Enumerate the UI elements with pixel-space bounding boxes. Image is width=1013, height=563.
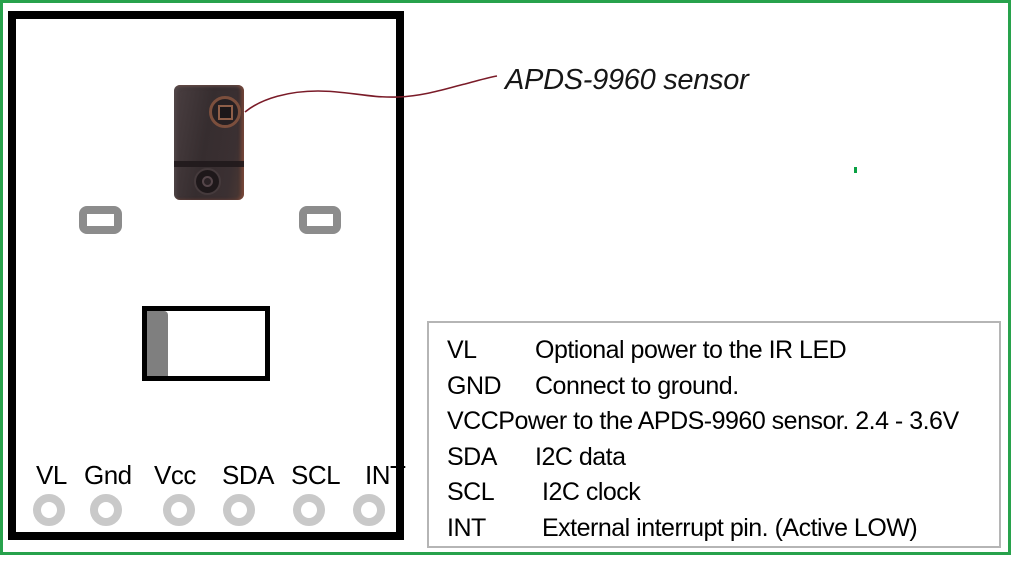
sensor-aperture-icon [218, 105, 233, 120]
pin-name: GND [447, 371, 502, 400]
pin-name: SCL [447, 478, 495, 506]
sensor-seam [174, 161, 244, 167]
stray-green-mark [854, 167, 857, 173]
pin-hole-scl [293, 494, 325, 526]
pin-hole-int [353, 494, 385, 526]
pin-table-row: INT External interrupt pin. (Active LOW) [447, 511, 995, 547]
sensor-ir-led-icon [194, 168, 221, 195]
smd-pad-left [79, 206, 122, 234]
pin-name: SDA [447, 442, 497, 471]
apds-9960-sensor-photo [174, 85, 244, 200]
pin-description: External interrupt pin. (Active LOW) [542, 513, 918, 542]
pin-description: Optional power to the IR LED [535, 336, 847, 364]
pin-label-gnd: Gnd [84, 460, 132, 490]
pin-hole-vcc [163, 494, 195, 526]
pin-table-row: VL Optional power to the IR LED [447, 333, 995, 369]
pin-table-row: SCL I2C clock [447, 475, 995, 511]
pin-label-sda: SDA [222, 460, 274, 490]
pin-hole-gnd [90, 494, 122, 526]
pin-description: I2C data [535, 442, 626, 471]
pin-table-row: SDA I2C data [447, 440, 995, 476]
pin-table-row: GND Connect to ground. [447, 369, 995, 405]
sensor-annotation: APDS-9960 sensor [505, 64, 749, 96]
pin-description: Power to the APDS-9960 sensor. 2.4 - 3.6… [498, 407, 959, 435]
pin-hole-sda [223, 494, 255, 526]
smd-component-terminal [147, 311, 168, 376]
pin-table-row: VCC Power to the APDS-9960 sensor. 2.4 -… [447, 404, 995, 440]
pin-description-table: VL Optional power to the IR LED GND Conn… [427, 321, 1001, 548]
smd-component [142, 306, 270, 381]
pin-name: VL [447, 336, 477, 364]
pin-label-scl: SCL [291, 460, 341, 490]
pin-label-vcc: Vcc [154, 460, 196, 490]
sensor-board-outline: VL Gnd Vcc SDA SCL INT [8, 11, 406, 540]
pin-description: Connect to ground. [535, 371, 739, 400]
pin-name: INT [447, 513, 486, 542]
sensor-lens-icon [209, 96, 241, 128]
pin-description: I2C clock [542, 478, 641, 506]
pin-label-vl: VL [36, 460, 67, 490]
sensor-ir-led-center [202, 176, 213, 187]
pin-label-int: INT [365, 460, 406, 490]
pin-name: VCC [447, 407, 499, 435]
smd-pad-right [299, 206, 341, 234]
pin-hole-vl [33, 494, 65, 526]
